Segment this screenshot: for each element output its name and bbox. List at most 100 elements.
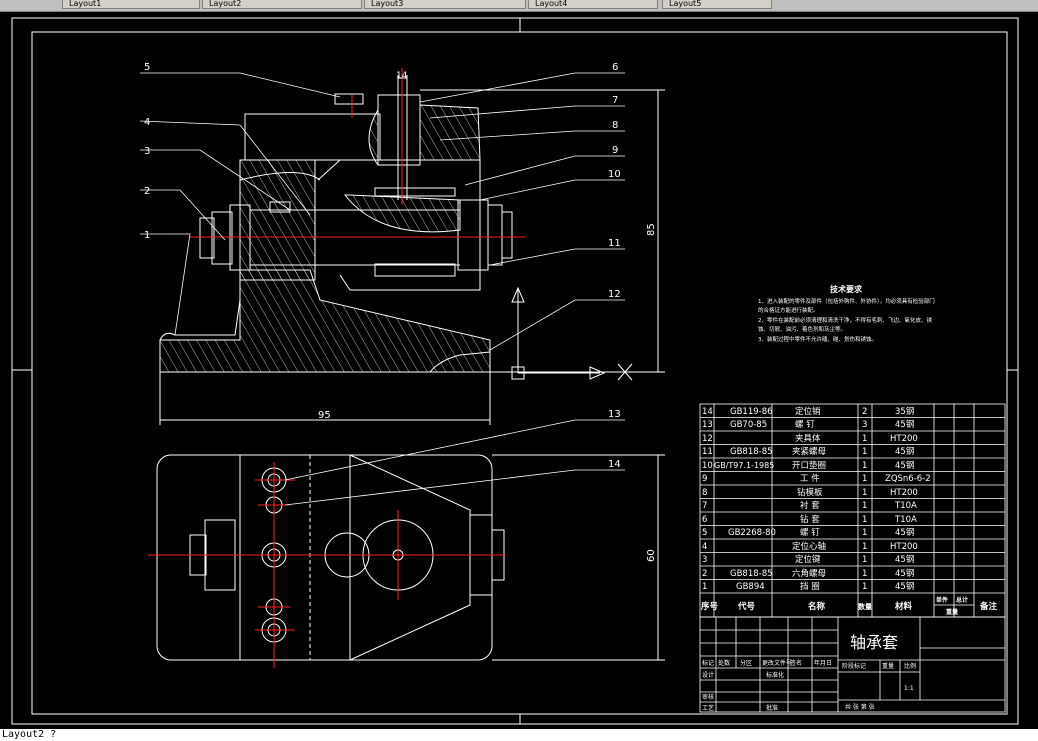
tech-req-line-2: 的合格证方能进行装配。 <box>758 306 819 314</box>
svg-text:重量: 重量 <box>882 662 894 670</box>
balloon-2: 2 <box>144 186 150 197</box>
tech-req-line-5: 3、装配过程中零件不允许磕、碰、划伤和锈蚀。 <box>758 335 877 343</box>
svg-text:1: 1 <box>862 515 867 525</box>
layout-tab-3[interactable]: Layout3 <box>364 0 526 9</box>
svg-text:处数: 处数 <box>718 659 730 667</box>
svg-text:ZQSn6-6-2: ZQSn6-6-2 <box>885 474 931 484</box>
svg-text:材料: 材料 <box>894 601 913 612</box>
balloon-13: 13 <box>608 409 621 420</box>
layout-tab-4[interactable]: Layout4 <box>528 0 658 9</box>
svg-text:六角螺母: 六角螺母 <box>792 568 826 579</box>
cad-drawing[interactable]: 95 85 14 <box>0 12 1038 729</box>
svg-text:GB/T97.1-1985: GB/T97.1-1985 <box>714 461 774 470</box>
svg-text:钻模板: 钻模板 <box>797 487 823 498</box>
svg-text:2: 2 <box>702 569 707 579</box>
svg-text:螺 钉: 螺 钉 <box>795 419 815 430</box>
svg-text:分区: 分区 <box>740 659 752 667</box>
dim-height-top: 85 <box>646 223 657 236</box>
title-block-grid <box>699 616 1006 713</box>
balloon-8: 8 <box>612 120 618 131</box>
layout-tab-5[interactable]: Layout5 <box>662 0 772 9</box>
svg-text:13: 13 <box>702 420 713 430</box>
svg-text:重量: 重量 <box>946 608 958 616</box>
layout-tab-5-label: Layout5 <box>669 0 702 8</box>
svg-text:夹具体: 夹具体 <box>795 433 821 444</box>
svg-text:工艺: 工艺 <box>702 704 714 712</box>
svg-text:10: 10 <box>702 461 713 471</box>
svg-text:标记: 标记 <box>702 659 714 667</box>
layout-tab-3-label: Layout3 <box>371 0 404 8</box>
leader-lines-front <box>139 72 625 351</box>
dim-height-bottom: 60 <box>646 549 657 562</box>
title-block-labels: 标记 处数 分区 更改文件号 签名 年月日 设计 标准化 审核 工艺 批准 阶段… <box>702 659 916 712</box>
svg-text:6: 6 <box>702 515 707 525</box>
svg-text:定位心轴: 定位心轴 <box>792 541 826 552</box>
svg-text:签名: 签名 <box>790 659 802 667</box>
svg-text:1:1: 1:1 <box>904 685 914 692</box>
svg-text:35钢: 35钢 <box>895 406 914 417</box>
drawing-canvas[interactable]: 95 85 14 <box>0 12 1038 729</box>
svg-text:HT200: HT200 <box>890 542 918 552</box>
svg-text:HT200: HT200 <box>890 488 918 498</box>
balloon-numbers: 1 2 3 4 5 6 7 8 9 10 11 12 13 14 <box>144 62 621 470</box>
layout-tab-2-label: Layout2 <box>209 0 242 8</box>
svg-text:1: 1 <box>862 569 867 579</box>
layout-tab-bar: Layout1 Layout2 Layout3 Layout4 Layout5 <box>0 0 1038 12</box>
svg-text:45钢: 45钢 <box>895 527 914 538</box>
svg-text:1: 1 <box>862 434 867 444</box>
command-line[interactable]: Layout2 ? <box>0 729 1038 741</box>
svg-text:数量: 数量 <box>858 602 872 611</box>
balloon-9: 9 <box>612 145 618 156</box>
drawing-title: 轴承套 <box>850 633 898 652</box>
layout-tab-4-label: Layout4 <box>535 0 568 8</box>
svg-text:7: 7 <box>702 501 707 511</box>
svg-text:夹紧螺母: 夹紧螺母 <box>792 446 826 457</box>
balloon-12: 12 <box>608 289 621 300</box>
svg-text:开口垫圈: 开口垫圈 <box>792 460 826 471</box>
svg-text:GB894: GB894 <box>736 582 765 592</box>
svg-text:更改文件号: 更改文件号 <box>762 659 792 667</box>
svg-text:4: 4 <box>702 542 707 552</box>
balloon-6: 6 <box>612 62 618 73</box>
svg-text:钻 套: 钻 套 <box>800 514 820 525</box>
svg-text:GB70-85: GB70-85 <box>730 420 767 430</box>
svg-text:HT200: HT200 <box>890 434 918 444</box>
layout-tab-1[interactable]: Layout1 <box>62 0 200 9</box>
svg-text:GB818-85: GB818-85 <box>730 447 773 457</box>
svg-text:设计: 设计 <box>702 671 714 679</box>
tech-req-line-4: 蚀、切屑、油污、着色剂和灰尘等。 <box>758 325 846 333</box>
svg-text:5: 5 <box>702 528 707 538</box>
svg-text:45钢: 45钢 <box>895 554 914 565</box>
svg-text:挡 圈: 挡 圈 <box>800 581 820 592</box>
svg-text:工 件: 工 件 <box>800 473 820 484</box>
bom-row: 8 钻模板 1 HT200 <box>702 487 918 498</box>
bom-row: 6 钻 套 1 T10A <box>702 514 917 525</box>
balloon-5: 5 <box>144 62 150 73</box>
svg-text:1: 1 <box>862 461 867 471</box>
svg-text:1: 1 <box>702 582 707 592</box>
svg-text:14: 14 <box>702 407 713 417</box>
svg-text:总计: 总计 <box>956 596 968 604</box>
layout-tab-2[interactable]: Layout2 <box>202 0 362 9</box>
balloon-11: 11 <box>608 238 621 249</box>
tech-req-title: 技术要求 <box>830 284 863 294</box>
svg-text:1: 1 <box>862 474 867 484</box>
svg-text:审核: 审核 <box>702 693 714 701</box>
svg-text:1: 1 <box>862 555 867 565</box>
svg-text:1: 1 <box>862 488 867 498</box>
svg-text:3: 3 <box>862 420 867 430</box>
svg-text:8: 8 <box>702 488 707 498</box>
bom-header: 序号 代号 名称 数量 材料 单件 总计 重量 备注 <box>700 596 998 616</box>
svg-text:T10A: T10A <box>894 515 917 525</box>
svg-text:45钢: 45钢 <box>895 581 914 592</box>
balloon-4: 4 <box>144 117 150 128</box>
